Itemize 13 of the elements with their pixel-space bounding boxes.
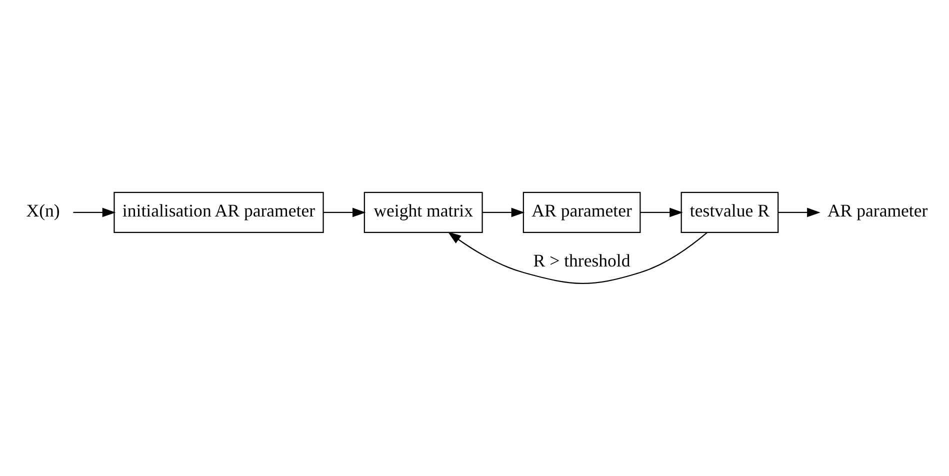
arrow — [640, 208, 683, 218]
arrow — [448, 232, 708, 284]
arrow — [482, 208, 525, 218]
node-box: weight matrix — [364, 192, 483, 234]
edge-label: R > threshold — [533, 250, 630, 271]
arrow — [73, 208, 116, 218]
node-text: AR parameter — [827, 200, 928, 221]
node-box: initialisation AR parameter — [114, 192, 324, 234]
arrow — [778, 208, 820, 218]
node-box: AR parameter — [522, 192, 641, 234]
node-text: X(n) — [26, 200, 60, 221]
node-box: testvalue R — [680, 192, 779, 234]
arrow — [323, 208, 366, 218]
